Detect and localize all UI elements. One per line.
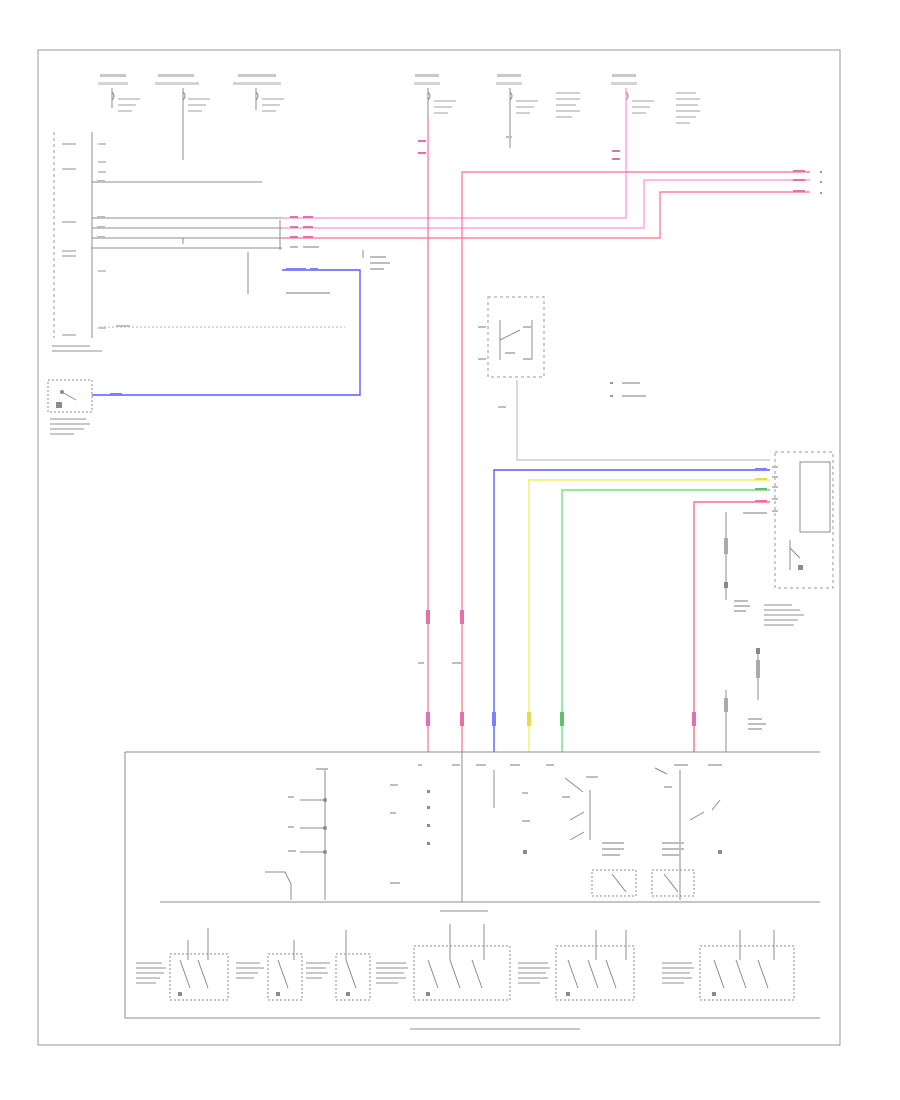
internal-dots-center (390, 770, 495, 884)
right-terminal-dots (820, 171, 822, 194)
colored-wires-right (493, 469, 770, 752)
right-rear-switch-label (764, 604, 804, 626)
diagram-frame (37, 49, 841, 1046)
switch-group-grounds (178, 992, 716, 996)
switch-groups (169, 924, 795, 1001)
left-rear-door-switch (47, 379, 93, 413)
blue-wire-top (92, 268, 361, 396)
assembly-terminals (418, 764, 722, 766)
internal-switches-left (265, 768, 328, 900)
gray-wire-tags (97, 180, 345, 328)
switch-group-labels (136, 962, 694, 984)
connector-markers (418, 610, 696, 726)
fuse-notes (118, 92, 700, 124)
right-wire-tags (743, 468, 767, 514)
gray-wires-left (92, 181, 282, 294)
fuse-headers (98, 74, 637, 85)
pink-wire-tags (290, 136, 805, 248)
junction-block (52, 132, 106, 352)
relay-box (478, 296, 770, 461)
ground-refs (724, 512, 766, 752)
internal-switches-right (522, 767, 722, 900)
pink-wires-top (282, 88, 810, 752)
legend (610, 382, 646, 397)
left-door-lock-ref (362, 250, 390, 270)
left-rear-switch-label (50, 418, 90, 435)
control-switch-assembly (124, 751, 820, 1030)
right-rear-door-switch (772, 451, 834, 589)
